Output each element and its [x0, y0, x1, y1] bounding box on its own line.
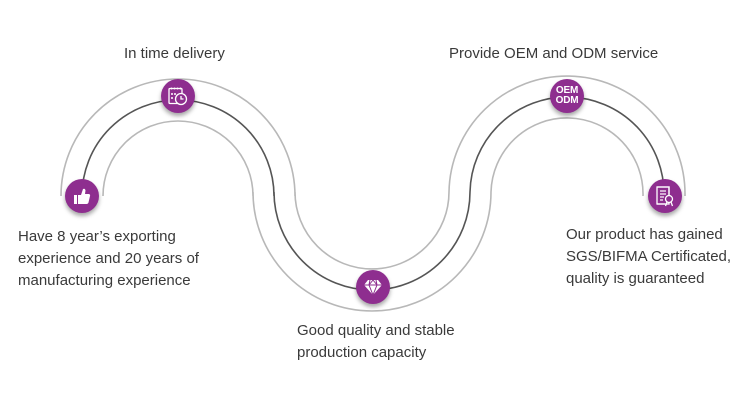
step-4-label: Provide OEM and ODM service [449, 43, 658, 65]
road-inner-edge [102, 117, 644, 312]
step-3-node [356, 270, 390, 304]
step-2-label: In time delivery [124, 43, 225, 65]
label-line: In time delivery [124, 45, 225, 62]
road-outer-edge [60, 75, 686, 270]
label-line: Good quality and stable [297, 322, 455, 339]
thumbs-up-icon [74, 188, 91, 204]
calendar-clock-icon [168, 87, 188, 106]
label-line: production capacity [297, 344, 427, 361]
step-2-node [161, 79, 195, 113]
label-line: experience and 20 years of [18, 250, 199, 267]
label-line: Our product has gained [566, 226, 723, 243]
label-line: Have 8 year’s exporting [18, 228, 176, 245]
badge-line-oem: OEM [555, 85, 579, 96]
badge-line-odm: ODM [555, 95, 579, 106]
label-line: quality is guaranteed [566, 270, 705, 287]
step-4-node: OEM ODM [550, 79, 584, 113]
step-5-node [648, 179, 682, 213]
oem-odm-badge: OEM ODM [556, 86, 579, 106]
label-line: Provide OEM and ODM service [449, 45, 659, 62]
diamond-icon [364, 279, 382, 297]
label-line: SGS/BIFMA Certificated, [566, 248, 732, 265]
certificate-icon [656, 186, 674, 207]
step-1-node [65, 179, 99, 213]
step-5-label: Our product has gained SGS/BIFMA Certifi… [566, 224, 731, 290]
step-1-label: Have 8 year’s exporting experience and 2… [18, 226, 199, 292]
label-line: manufacturing experience [18, 272, 191, 289]
step-3-label: Good quality and stable production capac… [297, 320, 455, 364]
